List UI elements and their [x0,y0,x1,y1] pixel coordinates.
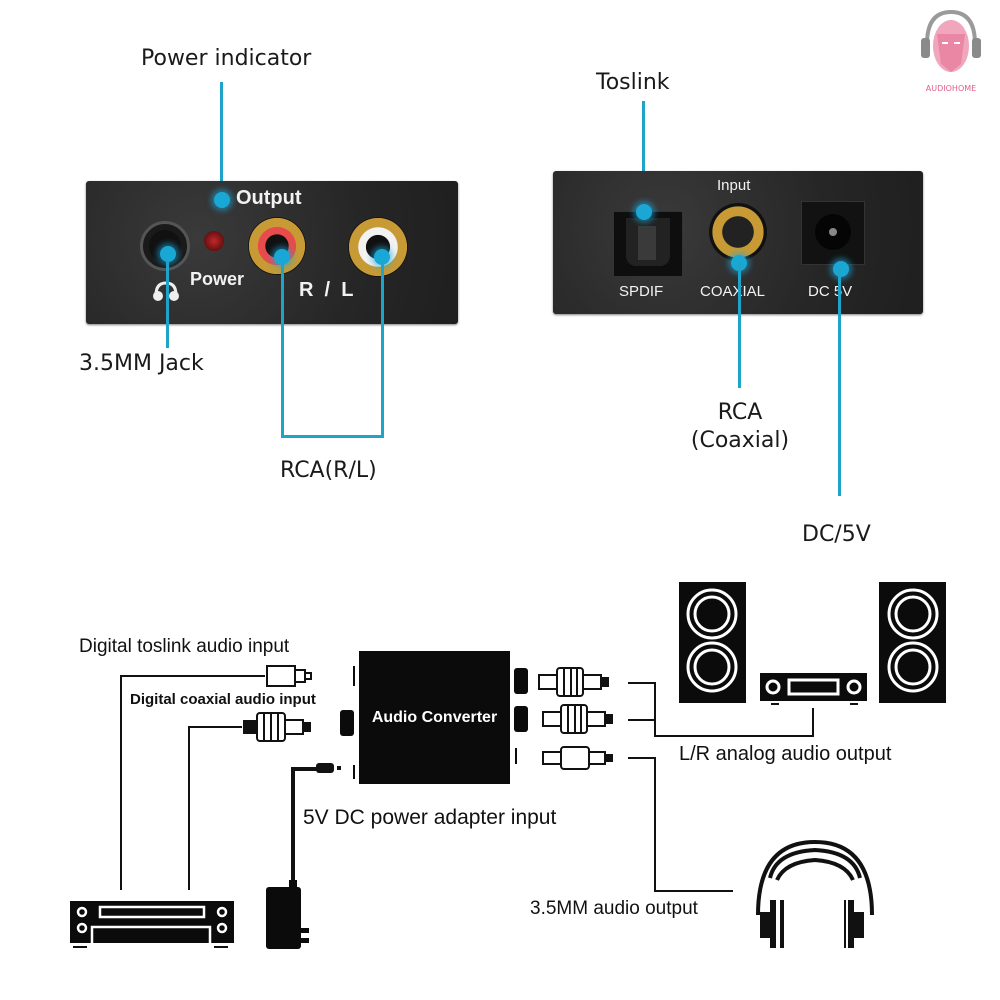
callout-line-power [220,82,223,197]
rca-white-jack-icon [348,217,408,277]
wire-coaxial [188,726,242,890]
callout-line-rca-join [281,435,384,438]
label-power: Power [190,269,245,289]
dc-power-jack-icon [801,201,865,265]
callout-rca-r-l: RCA(R/L) [280,458,377,483]
label-toslink-input: Digital toslink audio input [79,636,290,657]
label-r-slash-l: R / L [299,279,354,301]
mini-jack-plug-icon [542,746,613,770]
amplifier-icon [760,673,867,705]
converter-port-r [514,668,528,694]
headphones-icon [756,839,874,948]
callout-dot-dc [833,261,849,277]
label-headphone-output: 3.5MM audio output [530,898,698,919]
coaxial-jack-icon [709,203,767,261]
callout-line-coaxial [738,262,741,388]
label-coaxial: COAXIAL [700,283,766,300]
callout-line-rca-l [381,262,384,438]
callout-line-rca-r [281,262,284,438]
wire-lr-out [628,682,814,737]
output-panel: Output Power R / L [86,181,458,324]
callout-dot-rca-r [274,249,290,265]
rca-plug-icon-r [538,667,609,697]
converter-port-l [514,706,528,732]
callout-dot-rca-l [374,249,390,265]
callout-toslink: Toslink [596,70,670,95]
callout-power-indicator: Power indicator [141,46,312,71]
callout-line-dc [838,268,841,496]
converter-port-coax [340,710,354,736]
callout-rca: RCA [717,400,763,425]
converter-port-toslink [353,666,355,686]
callout-dot-jack [160,246,176,262]
label-input: Input [717,177,751,194]
label-power-adapter-input: 5V DC power adapter input [303,806,557,829]
audio-converter-label: Audio Converter [371,709,498,726]
callout-rca-coaxial: (Coaxial) [690,428,790,453]
callout-3-5mm-jack: 3.5MM Jack [79,351,204,376]
converter-port-3-5mm [515,748,517,764]
audio-converter-box: Audio Converter [359,651,510,784]
label-lr-analog-output: L/R analog audio output [679,743,892,765]
brand-logo: AUDIOHOME [915,4,987,96]
toslink-plug-icon [266,665,312,687]
converter-port-dc [353,765,355,779]
callout-line-toslink [642,101,645,213]
callout-dot-power [214,192,230,208]
label-dc-5v: DC 5V [808,283,853,300]
speaker-right-icon [879,582,946,703]
wire-headphone-out [628,757,733,892]
callout-dot-toslink [636,204,652,220]
callout-line-jack [166,260,169,348]
toslink-port-icon [613,211,683,277]
callout-dc-5v: DC/5V [802,522,871,547]
brand-logo-text: AUDIOHOME [925,84,977,93]
rca-plug-icon-input [243,712,311,742]
speaker-left-icon [679,582,746,703]
power-adapter-icon [266,880,309,949]
rca-red-jack-icon [248,217,306,275]
rca-plug-icon-l [542,704,613,734]
wire-toslink [120,675,265,890]
label-output: Output [236,187,302,209]
dvd-player-icon [70,901,234,948]
power-led-icon [204,231,224,251]
dc-plug-icon [316,763,334,773]
label-coaxial-input: Digital coaxial audio input [130,691,316,708]
headphone-face-icon [921,9,981,72]
label-spdif: SPDIF [619,283,664,300]
